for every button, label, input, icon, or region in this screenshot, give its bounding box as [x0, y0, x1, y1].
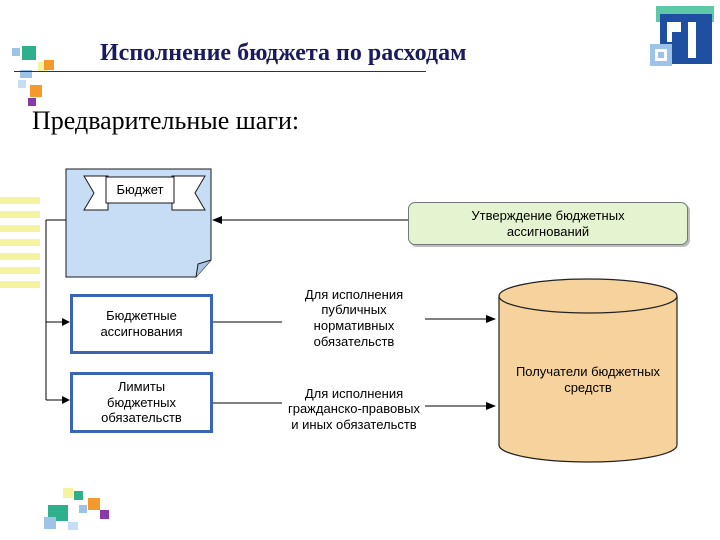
public-obligations-text: Для исполнения публичных нормативных обя… [304, 286, 404, 349]
logo-icon [650, 6, 714, 66]
recipients-label: Получатели бюджетных средств [515, 364, 661, 395]
slide-subtitle: Предварительные шаги: [32, 106, 300, 135]
commitment-limits-box: Лимиты бюджетных обязательств [70, 372, 213, 433]
budget-allocations-box: Бюджетные ассигнования [70, 294, 213, 354]
budget-banner-ribbon [83, 175, 109, 211]
arrow-to-recipients-top [425, 315, 496, 323]
approval-box: Утверждение бюджетных ассигнований [408, 202, 688, 245]
title-underline [14, 71, 426, 72]
civil-obligations-text: Для исполнения гражданско-правовых и ины… [287, 385, 421, 432]
bracket-connector [45, 219, 66, 401]
budget-banner-label: Бюджет [116, 182, 164, 198]
slide-title: Исполнение бюджета по расходам [100, 40, 467, 66]
arrow-to-recipients-bottom [425, 402, 496, 410]
yellow-stripes-decoration [0, 197, 40, 288]
recipients-cylinder [498, 278, 678, 463]
bottom-left-squares-decoration [44, 488, 109, 530]
approval-to-budget-arrow [212, 216, 408, 224]
top-left-squares-decoration [12, 46, 54, 106]
